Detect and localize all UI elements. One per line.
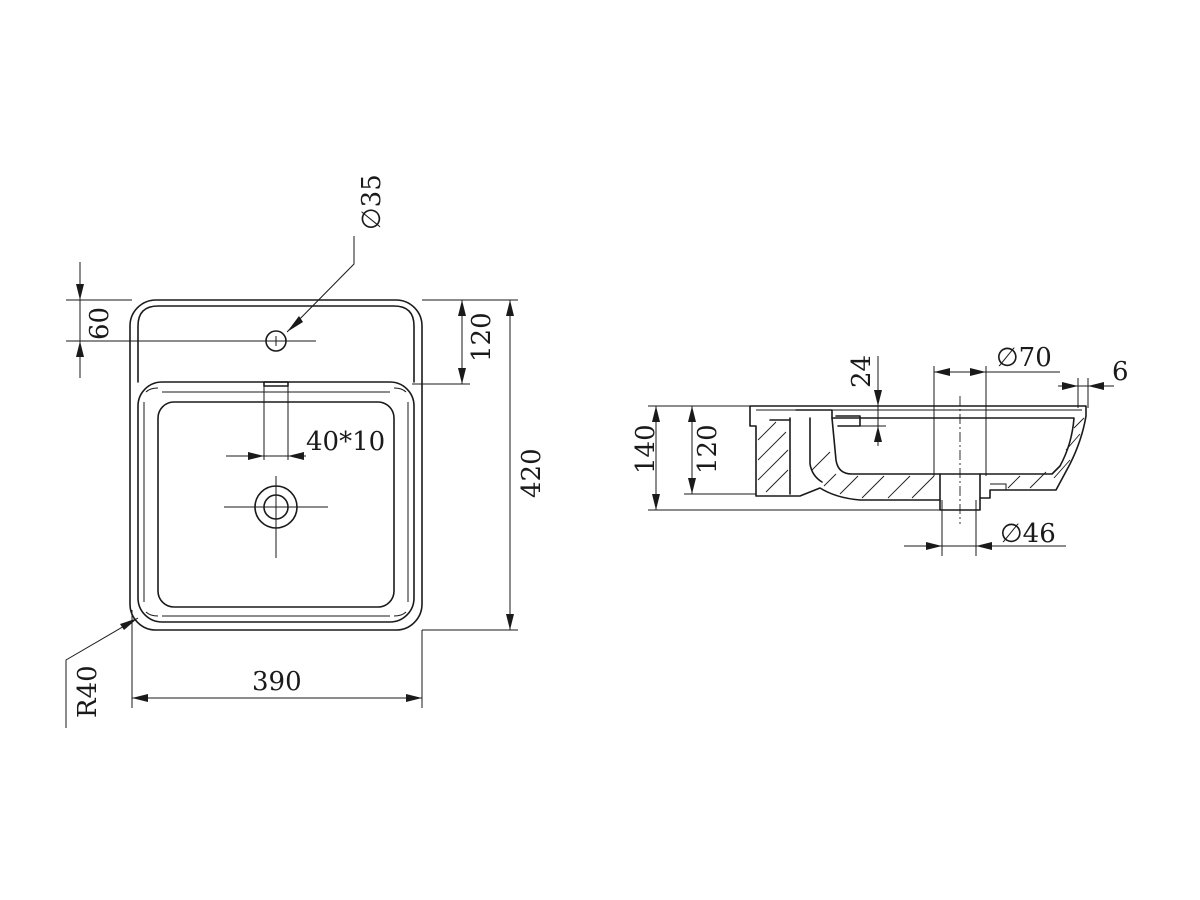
arrow-head — [1088, 382, 1104, 390]
top-view: ∅35 60 120 40*10 420 390 — [65, 174, 547, 728]
arrow-head — [688, 478, 696, 494]
dim-total-width: 390 — [252, 667, 302, 697]
arrow-head — [874, 426, 882, 442]
drain-body — [939, 473, 981, 501]
side-view: 140 120 24 ∅70 6 ∅46 — [631, 343, 1129, 556]
arrow-head — [652, 494, 660, 510]
arrow-head — [458, 300, 466, 316]
dim-overflow-slot: 40*10 — [306, 427, 385, 457]
arrow-head — [76, 341, 84, 357]
dim-waste-outlet-dia: ∅46 — [1000, 519, 1056, 549]
arrow-head — [406, 694, 422, 702]
arrow-head — [926, 542, 942, 550]
tap-deck-outline — [137, 305, 415, 383]
arrow-head — [934, 368, 950, 376]
overflow-channel — [789, 417, 823, 495]
basin-outer-outline — [129, 299, 423, 631]
corner-fillet — [143, 391, 409, 617]
dim-step-height: 24 — [847, 355, 877, 388]
arrow-head — [288, 452, 304, 460]
dim-tap-hole-dia: ∅35 — [357, 174, 387, 230]
dim-total-height: 140 — [631, 424, 661, 474]
overflow-slot — [263, 381, 289, 387]
arrow-head — [506, 300, 514, 316]
arrow-head — [970, 368, 986, 376]
bowl-inner-edge — [157, 401, 395, 608]
arrow-head — [248, 452, 264, 460]
bowl-interior — [831, 417, 1075, 475]
arrow-head — [287, 316, 303, 332]
dim-deck-depth: 120 — [467, 312, 497, 362]
arrow-head — [874, 390, 882, 406]
dim-rim-thickness: 6 — [1112, 357, 1129, 387]
arrow-head — [132, 694, 148, 702]
arrow-head — [976, 542, 992, 550]
dim-corner-radius: R40 — [73, 665, 103, 718]
arrow-head — [76, 284, 84, 300]
dim-waste-top-dia: ∅70 — [996, 343, 1052, 373]
tap-hole-leader — [286, 236, 355, 333]
arrow-head — [506, 614, 514, 630]
corner-fillet — [145, 387, 407, 617]
dim-bowl-height: 120 — [693, 424, 723, 474]
arrow-head — [688, 406, 696, 422]
arrow-head — [458, 368, 466, 384]
dim-top-offset: 60 — [85, 307, 115, 340]
dim-total-depth: 420 — [517, 448, 547, 498]
section-hatching — [757, 417, 1085, 499]
drain-lip — [990, 483, 1007, 490]
arrow-head — [120, 618, 138, 630]
arrow-head — [1062, 382, 1078, 390]
basin-section-outline — [749, 405, 1087, 511]
arrow-head — [652, 406, 660, 422]
radius-leader — [65, 617, 139, 728]
